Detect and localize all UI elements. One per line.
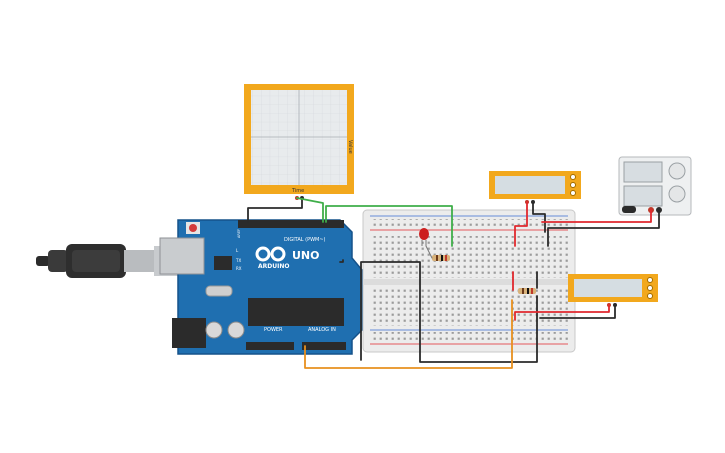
arduino-infinity-logo-icon bbox=[255, 246, 286, 262]
resistor-2[interactable] bbox=[518, 288, 536, 294]
wire-red-meter1[interactable] bbox=[514, 201, 528, 247]
reset-button[interactable] bbox=[189, 224, 197, 232]
rx-label: RX bbox=[236, 266, 242, 271]
arduino-logo-text: ARDUINO bbox=[258, 263, 289, 270]
power-label: POWER bbox=[264, 327, 283, 333]
digital-header[interactable] bbox=[238, 220, 344, 228]
wire-green-scope-pin[interactable] bbox=[296, 197, 324, 223]
multimeter-2[interactable] bbox=[568, 274, 658, 307]
arduino-uno-board[interactable]: ARDUINO UNO DIGITAL (PWM~) POWER ANALOG … bbox=[159, 219, 363, 355]
wire-orange-analog[interactable] bbox=[304, 299, 513, 369]
oscilloscope-y-label: Value bbox=[347, 140, 353, 154]
tx-label: TX bbox=[235, 258, 241, 263]
digital-pins-label: DIGITAL (PWM~) bbox=[284, 237, 326, 243]
multimeter-1[interactable] bbox=[489, 171, 581, 204]
wire-black-meter2[interactable] bbox=[539, 304, 616, 319]
arduino-model-label: UNO bbox=[292, 249, 320, 262]
oscilloscope-x-label: Time bbox=[291, 188, 304, 194]
aref-label: AREF bbox=[237, 229, 241, 238]
red-led[interactable] bbox=[419, 228, 429, 246]
wire-green-pin-breadboard[interactable] bbox=[325, 205, 453, 247]
breadboard[interactable] bbox=[362, 209, 576, 353]
power-header[interactable] bbox=[246, 342, 294, 350]
wire-black-meter1[interactable] bbox=[532, 201, 546, 233]
dc-power-supply[interactable] bbox=[618, 156, 692, 216]
current-knob-icon[interactable] bbox=[668, 185, 686, 203]
power-switch-icon[interactable] bbox=[622, 206, 636, 213]
voltage-knob-icon[interactable] bbox=[668, 162, 686, 180]
wire-red-meter2[interactable] bbox=[514, 304, 610, 321]
wire-red-supply[interactable] bbox=[541, 209, 652, 223]
wire-black-supply[interactable] bbox=[547, 209, 660, 247]
wires[interactable] bbox=[247, 197, 660, 369]
wire-black-scope-gnd[interactable] bbox=[247, 197, 303, 223]
resistor-1[interactable] bbox=[432, 255, 450, 261]
atmega-chip bbox=[248, 298, 344, 326]
analog-header[interactable] bbox=[302, 342, 346, 350]
oscilloscope[interactable]: Time Value bbox=[244, 84, 354, 200]
wire-black-gnd-loop[interactable] bbox=[360, 261, 538, 363]
led-l-label: L bbox=[236, 248, 239, 253]
analog-in-label: ANALOG IN bbox=[308, 327, 336, 333]
